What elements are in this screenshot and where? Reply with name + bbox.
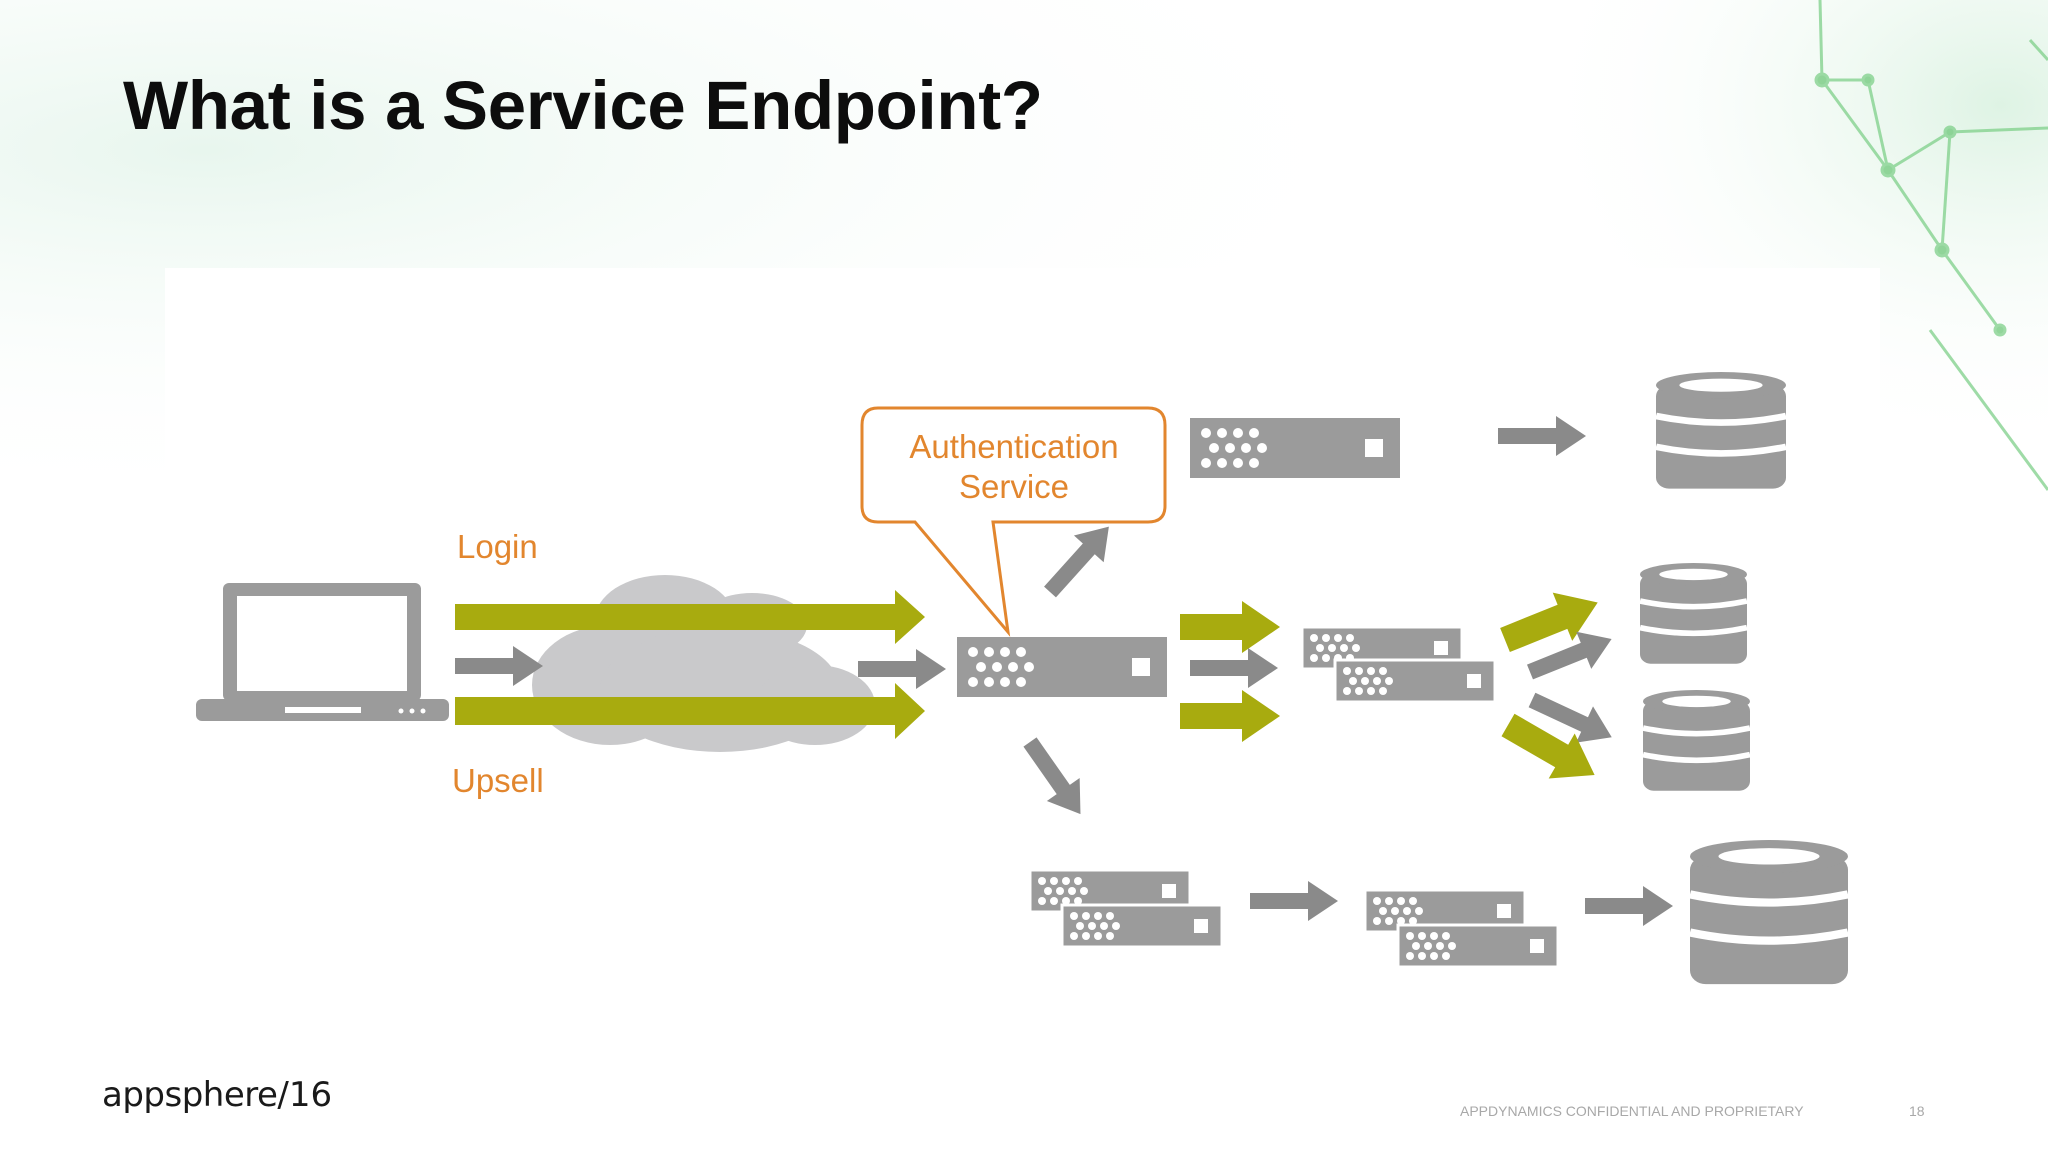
laptop-icon: [196, 583, 449, 721]
logo-year: /16: [277, 1075, 333, 1115]
middle-arrow-olive-1: [1180, 601, 1280, 653]
top-database-icon: [1656, 372, 1786, 489]
top-arrow: [1498, 416, 1586, 456]
middle-server-stack-icon: [1300, 625, 1497, 704]
footer-confidential: APPDYNAMICS CONFIDENTIAL AND PROPRIETARY: [1460, 1103, 1804, 1119]
arrow-up-right: [1035, 513, 1124, 606]
network-decoration: [1814, 0, 2048, 491]
central-server-icon: [957, 637, 1167, 697]
authentication-service-callout: Authentication Service: [860, 406, 1167, 637]
request-arrow: [455, 646, 543, 686]
bottom-server-stack-2-icon: [1363, 888, 1560, 969]
arrow-down-right: [1013, 730, 1097, 826]
label-login: Login: [457, 528, 538, 565]
bottom-arrow-1: [1250, 881, 1338, 921]
bottom-arrow-2: [1585, 886, 1673, 926]
middle-arrow-olive-2: [1180, 690, 1280, 742]
bottom-database-icon: [1690, 840, 1848, 984]
callout-line-1: Authentication: [909, 428, 1118, 465]
label-upsell: Upsell: [452, 762, 544, 799]
cloud-icon: [532, 575, 875, 752]
arrow-to-server: [858, 649, 946, 689]
middle-database-1-icon: [1640, 563, 1747, 664]
page-number: 18: [1909, 1103, 1925, 1119]
middle-arrow-gray: [1190, 648, 1278, 688]
upsell-arrow: [455, 683, 925, 739]
top-server-icon: [1190, 418, 1400, 478]
login-arrow: [455, 590, 925, 644]
logo-word: appsphere: [102, 1075, 278, 1115]
appsphere-logo: appsphere/16: [102, 1075, 332, 1115]
bottom-server-stack-1-icon: [1028, 868, 1224, 949]
middle-database-2-icon: [1643, 690, 1750, 791]
callout-line-2: Service: [959, 468, 1069, 505]
page-title: What is a Service Endpoint?: [123, 67, 1043, 144]
